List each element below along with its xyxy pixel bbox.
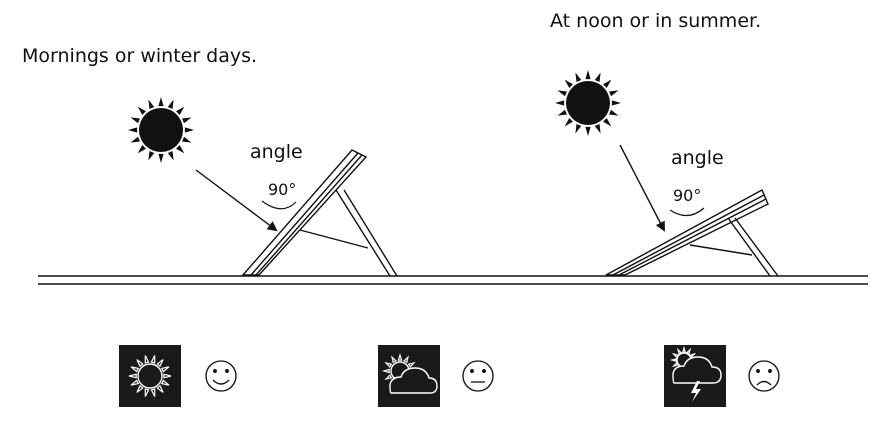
sun-disc [139,108,183,152]
sun-ray [167,99,174,109]
sun-ray [148,151,155,161]
sun-ray [156,359,164,368]
degree-label: 90° [673,186,701,205]
sun-ray [594,124,601,134]
sun-ray-arrow [195,169,278,232]
solar-panel-shallow [605,189,779,277]
sun-ray [163,373,172,379]
sun-icon [555,70,621,136]
sun-ray [671,361,679,368]
sun-ray [603,79,612,88]
sun-ray [564,118,573,127]
sun-ray [167,151,174,161]
sun-ray [557,109,567,116]
sun-ray [130,379,140,386]
sun-ray [137,145,146,154]
angle-label: angle [671,147,724,169]
sun-ray [128,373,137,379]
sun-ray [381,368,390,374]
sun-ray [575,72,582,82]
sun-ray [136,359,144,368]
partly-cloudy-tile [378,345,440,407]
sun-ray [603,118,612,127]
sun-ray [611,100,621,106]
sun-ray [137,106,146,115]
sun-ray-arrow [619,144,665,232]
sun-ray [585,70,591,80]
thunderstorm-tile [664,345,726,407]
sun-ray [150,388,156,397]
sun-ray [144,355,150,364]
sun-ray [676,347,683,355]
happy-face-icon [205,360,237,392]
solar-panel-steep [241,149,398,277]
caption-noon-summer: At noon or in summer. [550,10,761,32]
sun-icon [128,97,194,163]
sun-ray [184,127,194,133]
sun-ray [176,106,185,115]
sun-disc [566,81,610,125]
sun-ray [685,347,692,355]
sun-ray [176,145,185,154]
sun-ray [384,374,393,381]
sun-ray [407,361,416,368]
sun-ray [160,379,170,386]
sun-ray [397,352,403,361]
sun-ray [564,79,573,88]
degree-label: 90° [268,180,296,199]
sun-ray [128,127,138,133]
sun-disc [137,363,163,389]
sun-ray [130,366,140,373]
sun-ray [182,117,192,124]
sun-ray [585,126,591,136]
sun-ray [594,72,601,82]
sun-icon [128,355,172,397]
neutral-face-icon [462,360,494,392]
ground [38,275,868,285]
right-angle-arc [261,200,297,210]
sun-ray [609,90,619,97]
cloud-icon [389,367,438,394]
sun-ray [130,136,140,143]
sun-ray [150,355,156,364]
sun-ray [384,361,393,368]
angle-label: angle [250,141,303,163]
sun-ray [671,352,679,359]
sun-ray [390,355,397,364]
sun-ray [682,345,686,353]
caption-mornings-winter: Mornings or winter days. [22,45,257,67]
sun-ray [130,117,140,124]
sun-ray [158,153,164,163]
sun-ray [136,384,144,393]
sun-tile [119,345,181,407]
sun-ray [148,99,155,109]
lightning-icon [691,381,701,402]
sun-ray [669,358,677,362]
sun-ray [557,90,567,97]
sun-ray [575,124,582,134]
sad-face-icon [748,360,780,392]
sun-ray [144,388,150,397]
cloud-icon [672,356,722,384]
sun-ray [555,100,565,106]
sun-ray [156,384,164,393]
sun-ray [182,136,192,143]
sun-ray [403,355,410,364]
sun-ray [689,352,697,359]
sun-ray [158,97,164,107]
sun-ray [609,109,619,116]
sun-ray [160,366,170,373]
right-angle-arc [669,207,705,217]
